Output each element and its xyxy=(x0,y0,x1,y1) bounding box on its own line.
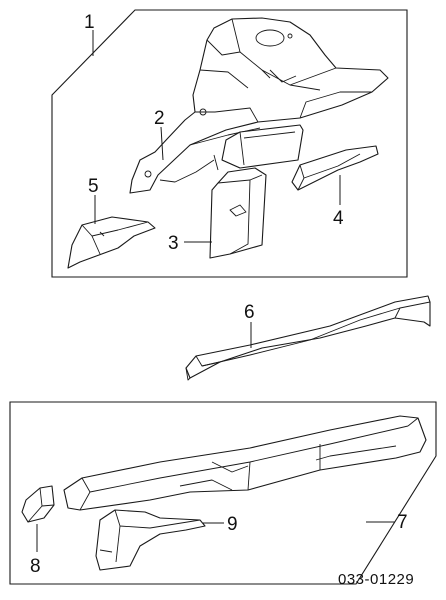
callout-4: 4 xyxy=(333,208,344,229)
diagram-code: 033-01229 xyxy=(338,571,414,588)
part-6-side-rail xyxy=(185,295,431,381)
part-7-sill-assembly xyxy=(63,415,427,511)
callout-7: 7 xyxy=(397,512,408,533)
part-2-front-side-member xyxy=(129,17,389,194)
group-1-frame xyxy=(51,9,408,278)
part-5-bracket xyxy=(67,216,156,269)
callout-2: 2 xyxy=(154,108,165,129)
callout-3: 3 xyxy=(168,233,179,254)
callout-5: 5 xyxy=(88,176,99,197)
callout-1: 1 xyxy=(84,12,95,33)
callout-9: 9 xyxy=(227,514,238,535)
callout-8: 8 xyxy=(30,556,41,577)
callout-6: 6 xyxy=(244,302,255,323)
part-9-bracket xyxy=(95,509,206,571)
part-3-plate xyxy=(209,167,267,259)
part-4-bracket xyxy=(291,145,379,191)
group-7-frame xyxy=(9,401,437,585)
part-2-box-section xyxy=(159,124,304,183)
part-8-cap xyxy=(21,485,55,523)
leader-2 xyxy=(160,126,164,161)
